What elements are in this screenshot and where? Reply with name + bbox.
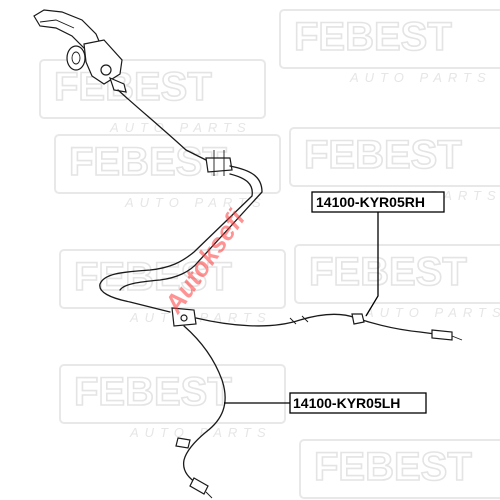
watermark-tile: FEBEST AUTO PARTS	[39, 59, 266, 135]
watermark-brand: FEBEST	[314, 445, 472, 489]
watermark-tile: FEBEST AUTO PARTS	[54, 134, 281, 210]
equalizer-bracket-lines	[213, 150, 225, 176]
watermark-tile: FEBEST AUTO PARTS	[294, 244, 500, 320]
watermark-tile: FEBEST AUTO PARTS	[59, 364, 286, 440]
watermark-layer: FEBEST AUTO PARTS FEBEST AUTO PARTS FEBE…	[39, 9, 500, 499]
rh-cable-end-tip	[451, 335, 463, 341]
lh-cable-line	[182, 325, 226, 485]
lever-ratchet-hub	[71, 51, 81, 65]
lh-cable-end-sleeve	[189, 477, 209, 495]
label-rh-leader	[365, 210, 379, 317]
watermark-brand: FEBEST	[294, 15, 452, 59]
watermark-brand: FEBEST	[54, 65, 212, 109]
equalizer-link	[109, 76, 127, 93]
watermark-tagline: AUTO PARTS	[109, 120, 252, 135]
center-mount-bolt	[180, 314, 188, 322]
cable-loop	[99, 165, 263, 313]
lever-ratchet-wheel	[66, 45, 86, 71]
handbrake-lever-assembly	[33, 9, 127, 93]
rh-cable-outer-loop	[119, 165, 263, 291]
label-rh-text: 14100-KYR05RH	[316, 194, 425, 210]
watermark-tile: FEBEST	[299, 439, 500, 499]
lever-pivot	[100, 64, 112, 76]
lh-cable-end-tip	[205, 491, 213, 499]
watermark-brand: FEBEST	[304, 133, 462, 177]
watermark-brand: FEBEST	[74, 255, 232, 299]
rh-cable-clip-marks	[289, 315, 309, 325]
rh-cable	[195, 313, 463, 341]
watermark-tagline: AUTO PARTS	[129, 310, 272, 325]
front-cable	[117, 89, 233, 176]
equalizer-bracket	[205, 157, 233, 173]
rh-cable-line	[195, 313, 451, 337]
rh-cable-end-sleeve	[431, 329, 453, 341]
watermark-tile: FEBEST AUTO PARTS	[279, 9, 500, 85]
watermark-brand: FEBEST	[74, 370, 232, 414]
lh-cable-outer-loop	[99, 173, 253, 313]
rh-cable-clip	[351, 313, 365, 325]
lh-cable	[175, 325, 226, 499]
watermark-brand: FEBEST	[309, 250, 467, 294]
lever-grip-line	[39, 19, 75, 29]
lh-cable-clip	[175, 437, 191, 449]
label-lh-text: 14100-KYR05LH	[293, 395, 400, 411]
label-lh-group: 14100-KYR05LH	[224, 392, 427, 414]
watermark-tagline: AUTO PARTS	[349, 70, 492, 85]
center-mount	[171, 307, 197, 327]
watermark-tile: FEBEST AUTO PARTS	[59, 249, 286, 325]
front-cable-line	[117, 89, 215, 165]
watermark-tagline: AUTO PARTS	[124, 195, 267, 210]
label-lh-box	[289, 392, 427, 414]
label-rh-group: 14100-KYR05RH	[311, 191, 445, 317]
watermark-tagline: AUTO PARTS	[364, 305, 500, 320]
watermark-tagline: AUTO PARTS	[129, 425, 272, 440]
label-rh-box	[311, 191, 445, 213]
watermark-brand: FEBEST	[69, 140, 227, 184]
